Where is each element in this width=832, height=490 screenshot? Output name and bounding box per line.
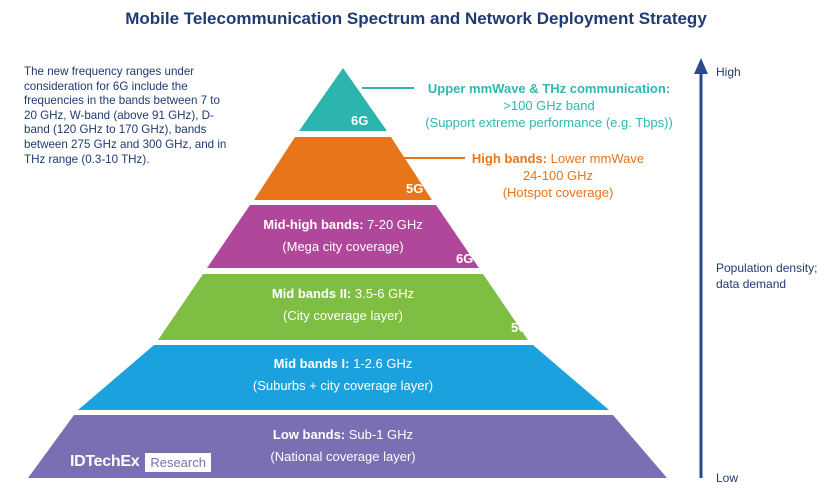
gen-label-6g-mid-high: 6G (456, 251, 474, 266)
callout-top-band: >100 GHz band (503, 98, 595, 113)
layer-mid1-coverage: (Suburbs + city coverage layer) (252, 378, 434, 393)
callout-high-rest: Lower mmWave (547, 151, 645, 166)
axis-middle-line1: Population density; (716, 261, 818, 275)
callout-high-name: High bands: (471, 151, 548, 166)
layer-low-name: Low bands: (272, 427, 346, 442)
brand-logo: IDTechEx Research (70, 452, 211, 472)
gen-label-5g-high: 5G (406, 181, 424, 196)
gen-label-6g-top: 6G (351, 113, 369, 128)
gen-label-5g-mid2: 5G (511, 320, 529, 335)
layer-low-text: Low bands: Sub-1 GHz (National coverage … (223, 424, 463, 468)
brand-name: IDTechEx (70, 453, 140, 470)
axis-high-label: High (716, 65, 741, 79)
layer-low-range: Sub-1 GHz (345, 427, 414, 442)
callout-top-desc: (Support extreme performance (e.g. Tbps)… (425, 115, 673, 130)
layer-mid1-name: Mid bands I: (273, 356, 350, 371)
layer-mid-high-coverage: (Mega city coverage) (282, 239, 404, 254)
axis-low-label: Low (716, 471, 739, 485)
demand-axis-arrowhead (694, 58, 708, 74)
callout-top: Upper mmWave & THz communication: >100 G… (404, 80, 694, 131)
layer-6g-top (299, 68, 387, 131)
layer-mid2-text: Mid bands II: 3.5-6 GHz (City coverage l… (223, 283, 463, 327)
layer-mid-bands-2 (158, 274, 528, 340)
layer-mid-bands-1 (78, 345, 609, 410)
axis-middle-label: Population density; data demand (716, 260, 817, 292)
layer-mid-high-bands (207, 205, 479, 268)
callout-high: High bands: Lower mmWave 24-100 GHz (Hot… (455, 150, 661, 201)
layer-mid-high-text: Mid-high bands: 7-20 GHz (Mega city cove… (243, 214, 443, 258)
layer-mid1-text: Mid bands I: 1-2.6 GHz (Suburbs + city c… (213, 353, 473, 397)
layer-mid2-name: Mid bands II: (271, 286, 352, 301)
layer-mid2-coverage: (City coverage layer) (283, 308, 403, 323)
6g-frequency-note: The new frequency ranges under considera… (24, 65, 227, 166)
layer-low-coverage: (National coverage layer) (270, 449, 416, 464)
callout-high-desc: (Hotspot coverage) (502, 185, 614, 200)
layer-mid-high-name: Mid-high bands: (263, 217, 364, 232)
page-title: Mobile Telecommunication Spectrum and Ne… (125, 9, 707, 28)
callout-high-band: 24-100 GHz (522, 168, 594, 183)
layer-high-bands (254, 137, 432, 200)
layer-mid-high-range: 7-20 GHz (363, 217, 423, 232)
layer-mid2-range: 3.5-6 GHz (351, 286, 415, 301)
brand-tag: Research (145, 452, 211, 472)
callout-top-title: Upper mmWave & THz communication: (427, 81, 671, 96)
axis-middle-line2: data demand (716, 277, 787, 291)
layer-mid1-range: 1-2.6 GHz (349, 356, 413, 371)
